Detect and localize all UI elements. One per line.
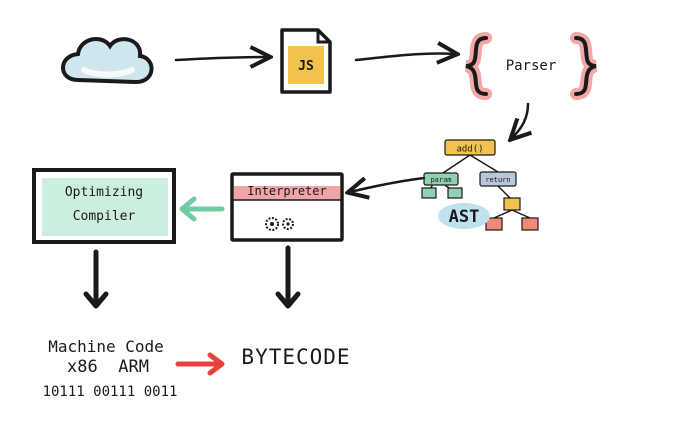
machine-code-bits: 10111 00111 0011: [43, 384, 178, 400]
ast-root-node: [444, 139, 496, 156]
ast-binop-node: [503, 197, 521, 211]
machine-code-line1: Machine Code: [48, 337, 164, 356]
ast-return-label: return: [485, 176, 510, 184]
ast-root-label: add(): [456, 145, 483, 155]
arrow-ast-to-interpreter: [350, 178, 426, 192]
interpreter-label: Interpreter: [247, 184, 326, 198]
arrow-interpreter-to-compiler: [179, 196, 225, 222]
ast-leaf-right: [521, 217, 539, 231]
ast-param-leaf-b: [447, 187, 463, 199]
arrow-bytecode-to-machine-code: [175, 352, 225, 376]
bytecode-label: BYTECODE: [241, 345, 350, 369]
js-label: JS: [298, 59, 314, 74]
arrow-js-to-parser: [354, 53, 455, 60]
optimizing-compiler-line2: Compiler: [73, 209, 136, 224]
arrow-parser-to-ast: [512, 102, 528, 138]
machine-code-line2: x86 ARM: [67, 357, 149, 377]
optimizing-compiler-line1: Optimizing: [65, 185, 143, 200]
arrow-cloud-to-js: [174, 57, 268, 60]
ast-param-label: param: [430, 176, 451, 184]
ast-return-node: [479, 171, 517, 187]
arrow-interpreter-to-bytecode: [275, 245, 301, 309]
js-file-icon: [280, 28, 332, 94]
ast-param-leaf-a: [421, 187, 437, 199]
parser-braces: [464, 32, 598, 100]
ast-leaf-left: [485, 217, 503, 231]
gears-icon: [265, 217, 294, 231]
ast-label-bg: [438, 203, 490, 229]
cloud-icon: [61, 37, 154, 85]
parser-label: Parser: [506, 58, 557, 74]
optimizing-compiler-box: [32, 168, 176, 244]
arrow-compiler-to-machine-code: [83, 249, 109, 309]
ast-tree: add() param return AST: [421, 139, 539, 231]
interpreter-box: [230, 172, 344, 242]
ast-name: AST: [449, 207, 480, 227]
